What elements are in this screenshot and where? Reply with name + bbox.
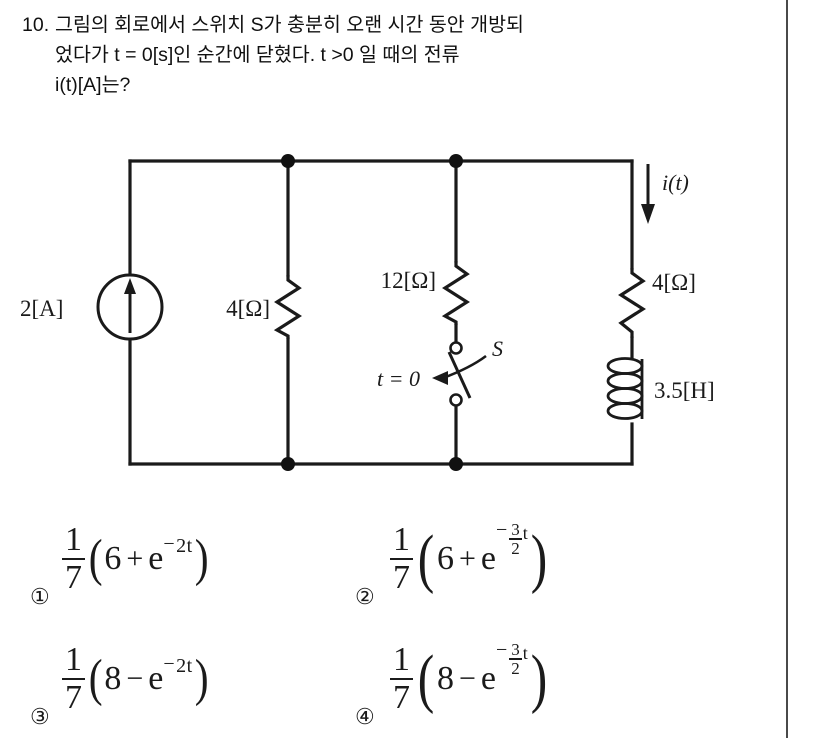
exponent: − 3 2 t bbox=[496, 639, 528, 677]
label-inductor: 3.5[H] bbox=[654, 378, 715, 403]
option-marker-3[interactable]: ③ bbox=[30, 704, 50, 729]
label-current-it: i(t) bbox=[662, 170, 689, 195]
exponent-sign: − bbox=[163, 652, 176, 675]
label-resistor-12ohm: 12[Ω] bbox=[381, 268, 436, 293]
exponent-sign: − bbox=[163, 532, 176, 555]
label-current-source: 2[A] bbox=[20, 296, 63, 321]
label-resistor-4ohm-left: 4[Ω] bbox=[226, 296, 270, 321]
fraction-bar bbox=[62, 678, 85, 680]
circuit-diagram: 2[A] 4[Ω] 12[Ω] 4[Ω] 3.5[H] t = 0 S i(t) bbox=[20, 154, 715, 471]
fraction-numerator: 1 bbox=[393, 641, 410, 678]
exponent-denominator: 2 bbox=[511, 658, 520, 678]
question-number: 10. bbox=[22, 14, 50, 36]
option-marker-2[interactable]: ② bbox=[355, 584, 375, 609]
node-dot bbox=[281, 154, 295, 168]
fraction-one-seventh: 1 7 bbox=[62, 643, 85, 715]
exponent-fraction-bar bbox=[509, 658, 522, 660]
exponent-fraction: 3 2 bbox=[509, 521, 522, 557]
open-paren: ( bbox=[88, 650, 103, 708]
exponent-fraction: 3 2 bbox=[509, 641, 522, 677]
option-expression-3[interactable]: 1 7 ( 8 − e −2t ) bbox=[60, 640, 210, 718]
open-paren: ( bbox=[417, 521, 435, 595]
open-paren: ( bbox=[88, 530, 103, 588]
option-marker-4[interactable]: ④ bbox=[355, 704, 375, 729]
exponent-sign: − bbox=[496, 639, 508, 662]
term-constant: 8 bbox=[436, 660, 454, 697]
node-dot bbox=[281, 457, 295, 471]
current-source-symbol bbox=[96, 273, 164, 341]
fraction-one-seventh: 1 7 bbox=[390, 643, 413, 715]
circuit-nodes bbox=[281, 154, 463, 471]
exponent-variable: t bbox=[522, 643, 528, 664]
exponent: − 3 2 t bbox=[496, 519, 528, 557]
term-constant: 6 bbox=[436, 540, 454, 577]
exponential-base: e bbox=[480, 540, 496, 577]
option-expression-2[interactable]: 1 7 ( 6 + e − 3 2 t ) bbox=[388, 518, 550, 600]
fraction-numerator: 1 bbox=[65, 641, 82, 678]
question-line-2: 었다가 t = 0[s]인 순간에 닫혔다. t >0 일 때의 전류 bbox=[55, 44, 460, 66]
node-dot bbox=[449, 457, 463, 471]
fraction-denominator: 7 bbox=[393, 559, 410, 596]
close-paren: ) bbox=[194, 530, 209, 588]
resistor-12ohm-mid bbox=[441, 261, 470, 325]
question-text: 그림의 회로에서 스위치 S가 충분히 오랜 시간 동안 개방되 었다가 t =… bbox=[55, 10, 555, 100]
fraction-numerator: 1 bbox=[393, 521, 410, 558]
term-constant: 6 bbox=[104, 540, 122, 577]
fraction-numerator: 1 bbox=[65, 521, 82, 558]
close-paren: ) bbox=[530, 641, 548, 715]
exponent-value: 2t bbox=[176, 654, 193, 677]
fraction-bar bbox=[62, 558, 85, 560]
exponential-base: e bbox=[480, 660, 496, 697]
label-switch-name: S bbox=[492, 336, 503, 361]
option-expression-1[interactable]: 1 7 ( 6 + e −2t ) bbox=[60, 520, 210, 598]
page-divider-rule bbox=[786, 0, 788, 738]
close-paren: ) bbox=[194, 650, 209, 708]
fraction-one-seventh: 1 7 bbox=[390, 523, 413, 595]
open-paren: ( bbox=[417, 641, 435, 715]
operator-sign: − bbox=[126, 662, 144, 695]
resistor-4ohm-left bbox=[273, 275, 302, 339]
exponential-base: e bbox=[148, 660, 164, 697]
fraction-denominator: 7 bbox=[65, 679, 82, 716]
close-paren: ) bbox=[530, 521, 548, 595]
fraction-denominator: 7 bbox=[393, 679, 410, 716]
resistor-4ohm-right bbox=[618, 268, 646, 338]
fraction-bar bbox=[390, 678, 413, 680]
current-arrow-it bbox=[641, 164, 655, 224]
exponent-numerator: 3 bbox=[511, 640, 520, 660]
fraction-denominator: 7 bbox=[65, 559, 82, 596]
exponent-value: 2t bbox=[176, 534, 193, 557]
operator-sign: − bbox=[458, 662, 476, 695]
exponent: −2t bbox=[163, 532, 193, 558]
fraction-one-seventh: 1 7 bbox=[62, 523, 85, 595]
exponent: −2t bbox=[163, 652, 193, 678]
question-line-1: 그림의 회로에서 스위치 S가 충분히 오랜 시간 동안 개방되 bbox=[55, 14, 524, 36]
operator-sign: + bbox=[126, 542, 144, 575]
label-resistor-4ohm-right: 4[Ω] bbox=[652, 270, 696, 295]
option-marker-1[interactable]: ① bbox=[30, 584, 50, 609]
exponent-denominator: 2 bbox=[511, 538, 520, 558]
option-expression-4[interactable]: 1 7 ( 8 − e − 3 2 t ) bbox=[388, 638, 550, 720]
switch-symbol[interactable] bbox=[432, 341, 487, 407]
exponent-numerator: 3 bbox=[511, 520, 520, 540]
exponent-sign: − bbox=[496, 519, 508, 542]
fraction-bar bbox=[390, 558, 413, 560]
inductor-symbol bbox=[606, 357, 644, 420]
exponential-base: e bbox=[148, 540, 164, 577]
exponent-variable: t bbox=[522, 523, 528, 544]
operator-sign: + bbox=[458, 542, 476, 575]
label-switch-time: t = 0 bbox=[377, 366, 420, 391]
question-line-3: i(t)[A]는? bbox=[55, 74, 131, 96]
exponent-fraction-bar bbox=[509, 538, 522, 540]
term-constant: 8 bbox=[104, 660, 122, 697]
node-dot bbox=[449, 154, 463, 168]
